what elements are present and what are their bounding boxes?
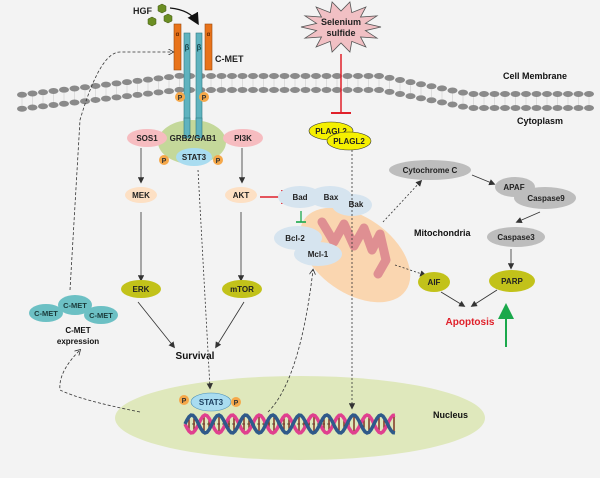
caspase3-label: Caspase3 <box>497 233 535 242</box>
apaf-label: APAF <box>503 183 524 192</box>
pi3k-node <box>223 129 263 147</box>
nucleus-to-expression-arrow <box>59 350 141 413</box>
svg-text:P: P <box>178 95 183 102</box>
mitochondria-label: Mitochondria <box>414 228 471 238</box>
nuclear-stat3-label: STAT3 <box>199 398 224 407</box>
akt-node <box>225 187 257 203</box>
nucleus-label: Nucleus <box>433 410 468 420</box>
nucleus-to-mcl1-arrow <box>267 270 313 413</box>
bad-label: Bad <box>292 193 307 202</box>
mek-label: MEK <box>132 191 150 200</box>
c-met-expression-label-1: C-MET <box>65 326 90 335</box>
drug-label-line2: sulfide <box>326 28 355 38</box>
pi3k-label: PI3K <box>234 134 252 143</box>
c-met-expression-cluster <box>29 295 118 324</box>
sos1-label: SOS1 <box>136 134 158 143</box>
c-met-protein-2: C-MET <box>63 301 87 310</box>
drug-label-line1: Selenium <box>321 17 361 27</box>
alpha-label-left: α <box>176 32 180 38</box>
bax-label: Bax <box>324 193 339 202</box>
bcl2-label: Bcl-2 <box>285 234 305 243</box>
receptor-phospho: P P <box>175 92 209 102</box>
cytoplasm-label: Cytoplasm <box>517 116 563 126</box>
c-met-protein-3: C-MET <box>89 311 113 320</box>
sos1-node <box>127 129 167 147</box>
erk-label: ERK <box>133 285 150 294</box>
plagl2-label-2: PLAGL2 <box>333 137 365 146</box>
nucleus <box>115 376 485 460</box>
bcl2-family-cluster <box>274 186 372 266</box>
parp-node <box>489 270 535 292</box>
erk-node <box>121 280 161 298</box>
mitochondria <box>299 207 411 303</box>
cell-membrane <box>17 72 594 112</box>
cytochrome-c-node <box>389 160 471 180</box>
svg-text:P: P <box>162 158 167 165</box>
selenium-sulfide: Selenium sulfide <box>300 1 382 53</box>
c-met-expression-label-2: expression <box>57 337 99 346</box>
stat3-nuclear-translocation <box>197 169 213 390</box>
svg-text:P: P <box>216 158 221 165</box>
beta-label-left: β <box>185 43 190 52</box>
mcl1-label: Mcl-1 <box>308 250 329 259</box>
plagl2-label-1: PLAGL2 <box>315 127 347 136</box>
cell-membrane-label: Cell Membrane <box>503 71 567 81</box>
dna-helix <box>183 413 396 435</box>
stat3-label: STAT3 <box>182 153 207 162</box>
mek-node <box>125 187 157 203</box>
mtor-node <box>222 280 262 298</box>
akt-label: AKT <box>233 191 250 200</box>
survival-label: Survival <box>176 351 215 362</box>
alpha-label-right: α <box>207 32 211 38</box>
apoptosis-label: Apoptosis <box>446 317 495 328</box>
mtor-label: mTOR <box>230 285 254 294</box>
svg-text:P: P <box>202 95 207 102</box>
expression-to-receptor-arrow <box>69 52 173 291</box>
aif-label: AIF <box>428 278 441 287</box>
hgf-label: HGF <box>133 6 153 16</box>
hgf-ligand: HGF <box>133 3 199 27</box>
svg-text:P: P <box>182 398 187 405</box>
caspase9-node <box>514 187 576 209</box>
aif-node <box>418 272 450 292</box>
bak-label: Bak <box>349 200 364 209</box>
caspase3-node <box>487 227 545 247</box>
cytochrome-c-label: Cytochrome C <box>403 166 458 175</box>
c-met-protein-1: C-MET <box>34 309 58 318</box>
parp-label: PARP <box>501 277 523 286</box>
stat3-node <box>176 148 212 166</box>
c-met-label: C-MET <box>215 54 244 64</box>
caspase9-label: Caspase9 <box>527 194 565 203</box>
grb2-gab1-label: GRB2/GAB1 <box>170 134 217 143</box>
svg-text:P: P <box>234 400 239 407</box>
beta-label-right: β <box>197 43 202 52</box>
plagl2-node-2 <box>326 131 372 151</box>
